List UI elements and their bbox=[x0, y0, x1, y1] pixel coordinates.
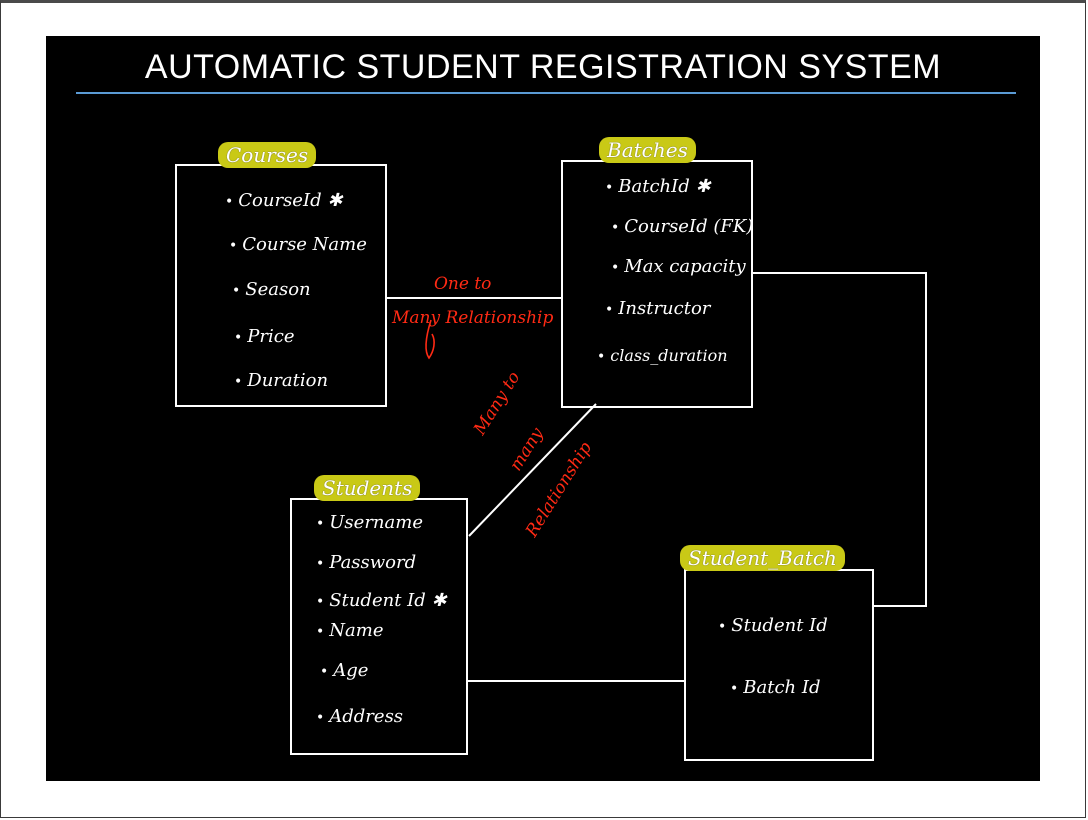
relationship-arrow-icon bbox=[425, 319, 435, 360]
entity-courses: CourseId ✱ Course Name Season Price Dura… bbox=[175, 164, 387, 407]
connector-batches-studentbatch bbox=[751, 272, 927, 607]
attribute: Password bbox=[316, 552, 416, 573]
connector-students-batches bbox=[468, 403, 597, 537]
attribute: Season bbox=[232, 279, 310, 300]
student-batch-attribute-list: Student Id Batch Id bbox=[686, 571, 872, 759]
entity-title-student-batch: Student_Batch bbox=[680, 545, 845, 571]
attribute: Max capacity bbox=[611, 256, 745, 277]
attribute: class_duration bbox=[597, 346, 727, 365]
attribute: CourseId ✱ bbox=[225, 190, 342, 211]
attribute: Instructor bbox=[605, 298, 710, 319]
attribute: BatchId ✱ bbox=[605, 176, 710, 197]
attribute: Batch Id bbox=[730, 677, 820, 698]
students-attribute-list: Username Password Student Id ✱ Name Age … bbox=[292, 500, 466, 753]
attribute: Age bbox=[320, 660, 368, 681]
attribute: Address bbox=[316, 706, 403, 727]
entity-title-students: Students bbox=[314, 475, 421, 501]
attribute: Student Id ✱ bbox=[316, 590, 446, 611]
diagram-slide: AUTOMATIC STUDENT REGISTRATION SYSTEM Co… bbox=[46, 36, 1040, 781]
attribute: Price bbox=[234, 326, 294, 347]
attribute: Username bbox=[316, 512, 423, 533]
entity-title-courses: Courses bbox=[218, 142, 317, 168]
attribute: CourseId (FK) bbox=[611, 216, 753, 237]
connector-lines bbox=[385, 272, 927, 682]
title-underline bbox=[76, 92, 1016, 94]
attribute: Course Name bbox=[229, 234, 367, 255]
entity-student-batch: Student Id Batch Id bbox=[684, 569, 874, 761]
attribute: Student Id bbox=[718, 615, 828, 636]
attribute: Name bbox=[316, 620, 383, 641]
batches-attribute-list: BatchId ✱ CourseId (FK) Max capacity Ins… bbox=[563, 162, 753, 406]
relationship-label-one-to: One to bbox=[434, 274, 492, 294]
relationship-label-many-relationship: Many Relationship bbox=[392, 308, 554, 328]
courses-attribute-list: CourseId ✱ Course Name Season Price Dura… bbox=[177, 166, 385, 405]
entity-title-batches: Batches bbox=[599, 137, 696, 163]
attribute: Duration bbox=[234, 370, 328, 391]
entity-students: Username Password Student Id ✱ Name Age … bbox=[290, 498, 468, 755]
entity-batches: BatchId ✱ CourseId (FK) Max capacity Ins… bbox=[561, 160, 753, 408]
slide-title: AUTOMATIC STUDENT REGISTRATION SYSTEM bbox=[144, 48, 942, 86]
